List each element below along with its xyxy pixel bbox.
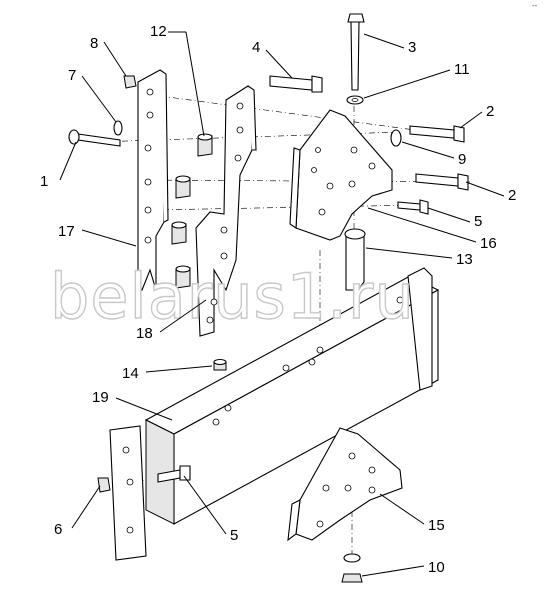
bolt-bracket-part: [397, 199, 429, 215]
nut-beam-end-part: [97, 477, 111, 493]
callout-5a: 5: [474, 213, 482, 230]
callout-19: 19: [92, 389, 109, 406]
callout-4: 4: [252, 39, 260, 56]
callout-17: 17: [58, 223, 75, 240]
lower-bracket-part: [287, 427, 403, 542]
callout-7: 7: [68, 67, 76, 84]
callout-8: 8: [90, 35, 98, 52]
callout-3: 3: [408, 39, 416, 56]
plug-part: [213, 358, 227, 371]
washer-right-part: [390, 129, 402, 147]
bolt-right-upper-part: [409, 125, 465, 143]
plate-right-part: [195, 85, 257, 337]
watermark-text: belarus1.ru: [50, 260, 415, 333]
callout-15: 15: [428, 517, 445, 534]
bolt-beam-end-part: [157, 465, 191, 483]
callouts: [59, 31, 505, 577]
long-bolt-vertical-part: [347, 13, 365, 91]
callout-14: 14: [122, 365, 139, 382]
upper-bracket-part: [289, 109, 393, 241]
callout-labels: 1 2 2 3 4 5 5 6 7 8 9 10 11 12 13 14 15 …: [40, 23, 516, 576]
callout-18: 18: [136, 325, 153, 342]
nut-top-left-part: [123, 75, 137, 89]
callout-12: 12: [150, 23, 167, 40]
callout-16: 16: [480, 235, 497, 252]
beam-part: [109, 267, 440, 561]
bolt-top-part: [269, 75, 323, 93]
washer-part: [113, 120, 123, 136]
u-bolt-part: [344, 228, 366, 291]
callout-13: 13: [456, 251, 473, 268]
callout-6: 6: [54, 521, 62, 538]
callout-11: 11: [454, 61, 470, 78]
callout-1: 1: [40, 173, 48, 190]
corner-mark: --: [532, 1, 538, 10]
nut-bottom-part: [341, 553, 363, 583]
callout-10: 10: [428, 559, 445, 576]
bolt-right-lower-part: [415, 173, 469, 191]
bolt-left-part: [68, 129, 121, 147]
callout-2a: 2: [486, 103, 494, 120]
plate-left-part: [137, 69, 169, 292]
bushing-part: [171, 133, 213, 289]
callout-5b: 5: [230, 527, 238, 544]
callout-9: 9: [458, 151, 466, 168]
callout-2b: 2: [508, 187, 516, 204]
washer-top-part: [346, 95, 364, 105]
